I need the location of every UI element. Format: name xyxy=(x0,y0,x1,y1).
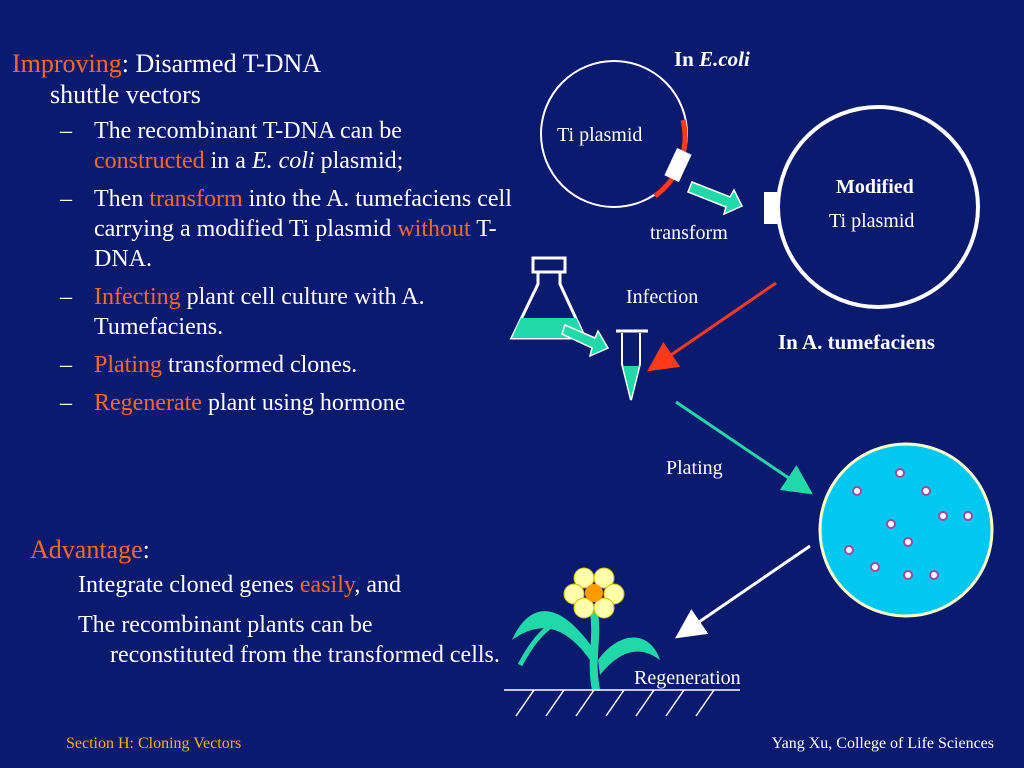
colony-dot xyxy=(870,562,880,572)
footer-section-label: Section H: Cloning Vectors xyxy=(66,735,242,752)
bullet-dash: – xyxy=(60,118,72,144)
main-text: Improving: Disarmed T-DNA shuttle vector… xyxy=(12,48,512,426)
infection-label: Infection xyxy=(626,286,699,308)
bullet-text: into the A. tumefaciens cell carrying a … xyxy=(94,186,512,242)
flask-icon xyxy=(509,256,588,340)
colony-dot xyxy=(929,570,939,580)
bullet-dash: – xyxy=(60,390,72,416)
atumefaciens-label: In A. tumefaciens xyxy=(778,330,935,354)
bullet-highlight: without xyxy=(397,216,471,242)
bullet-dash: – xyxy=(60,352,72,378)
plating-label: Plating xyxy=(666,457,723,479)
advantage-title-highlight: Advantage xyxy=(30,535,143,564)
petri-plate xyxy=(818,442,994,618)
advantage-highlight: easily xyxy=(299,572,355,598)
bullet-italic: E. coli xyxy=(251,148,315,174)
infection-arrow xyxy=(647,281,777,372)
bullet-text: The recombinant T-DNA can be xyxy=(94,118,402,144)
heading-highlight: Improving xyxy=(12,49,122,78)
regeneration-arrow xyxy=(675,544,811,639)
colony-dot xyxy=(852,486,862,496)
advantage-line-1: Integrate cloned genes easily, and xyxy=(30,570,510,600)
transform-arrow xyxy=(687,181,744,216)
advantage-lines: Integrate cloned genes easily, and The r… xyxy=(30,570,510,670)
test-tube-icon xyxy=(616,329,648,401)
bullet-highlight: transform xyxy=(149,186,243,212)
colony-dot xyxy=(963,511,973,521)
bullet-dash: – xyxy=(60,284,72,310)
colony-dot xyxy=(844,545,854,555)
ecoli-label-prefix: In xyxy=(674,47,700,71)
advantage-title: Advantage: xyxy=(30,534,510,566)
ecoli-label: In E.coli xyxy=(674,47,750,72)
plating-arrow xyxy=(675,400,813,495)
bullet-text: T-DNA. xyxy=(94,216,497,272)
bullet-highlight: Regenerate xyxy=(94,390,202,416)
bullet-text: transformed clones. xyxy=(162,352,358,378)
bullet-highlight: Infecting xyxy=(94,284,181,310)
advantage-line-2: The recombinant plants can be reconstitut… xyxy=(30,610,510,670)
advantage-section: Advantage: Integrate cloned genes easily… xyxy=(30,534,510,670)
advantage-title-colon: : xyxy=(142,535,150,564)
bullet-text: Then xyxy=(94,186,150,212)
colony-dot xyxy=(903,570,913,580)
bullet-dash: – xyxy=(60,186,72,212)
transform-label: transform xyxy=(650,222,728,244)
heading-rest: : Disarmed T-DNA xyxy=(121,49,322,78)
section-heading: Improving: Disarmed T-DNA xyxy=(12,48,512,79)
colony-dot xyxy=(921,486,931,496)
bullet-item: – Regenerate plant using hormone xyxy=(12,388,512,418)
bullet-text: in a xyxy=(204,148,252,174)
bullet-item: – Then transform into the A. tumefaciens… xyxy=(12,184,512,274)
colony-dot xyxy=(886,519,896,529)
ti-plasmid-label: Ti plasmid xyxy=(557,124,643,146)
modified-plasmid-box xyxy=(764,192,778,224)
colony-dot xyxy=(938,511,948,521)
inoculate-arrow xyxy=(561,323,610,358)
advantage-text: Integrate cloned genes xyxy=(78,572,300,598)
colony-dot xyxy=(895,468,905,478)
ecoli-label-italic: E.coli xyxy=(699,47,750,71)
advantage-text: reconstituted from the transformed cells… xyxy=(110,642,500,668)
modified-label: Modified xyxy=(836,176,914,198)
bullet-item: – Infecting plant cell culture with A. T… xyxy=(12,282,512,342)
bullet-item: – Plating transformed clones. xyxy=(12,350,512,380)
advantage-text: , and xyxy=(354,572,401,598)
bullet-text: plant using hormone xyxy=(201,390,406,416)
modified-ti-label: Ti plasmid xyxy=(829,210,915,232)
ground-lines xyxy=(504,689,740,717)
heading-continued: shuttle vectors xyxy=(50,80,201,109)
bullet-text: plant cell culture with A. Tumefaciens. xyxy=(94,284,425,340)
advantage-text: The recombinant plants can be xyxy=(78,612,373,638)
regeneration-label: Regeneration xyxy=(634,667,741,689)
bullet-list: – The recombinant T-DNA can be construct… xyxy=(12,116,512,418)
modified-plasmid-circle xyxy=(776,105,980,309)
footer-author-label: Yang Xu, College of Life Sciences xyxy=(771,735,994,752)
bullet-text: plasmid; xyxy=(314,148,404,174)
bullet-highlight: Plating xyxy=(94,352,163,378)
gene-insert-box xyxy=(664,148,692,182)
colony-dots xyxy=(844,468,973,580)
plant-icon xyxy=(512,567,660,691)
bullet-highlight: constructed xyxy=(94,148,205,174)
bullet-item: – The recombinant T-DNA can be construct… xyxy=(12,116,512,176)
colony-dot xyxy=(903,537,913,547)
